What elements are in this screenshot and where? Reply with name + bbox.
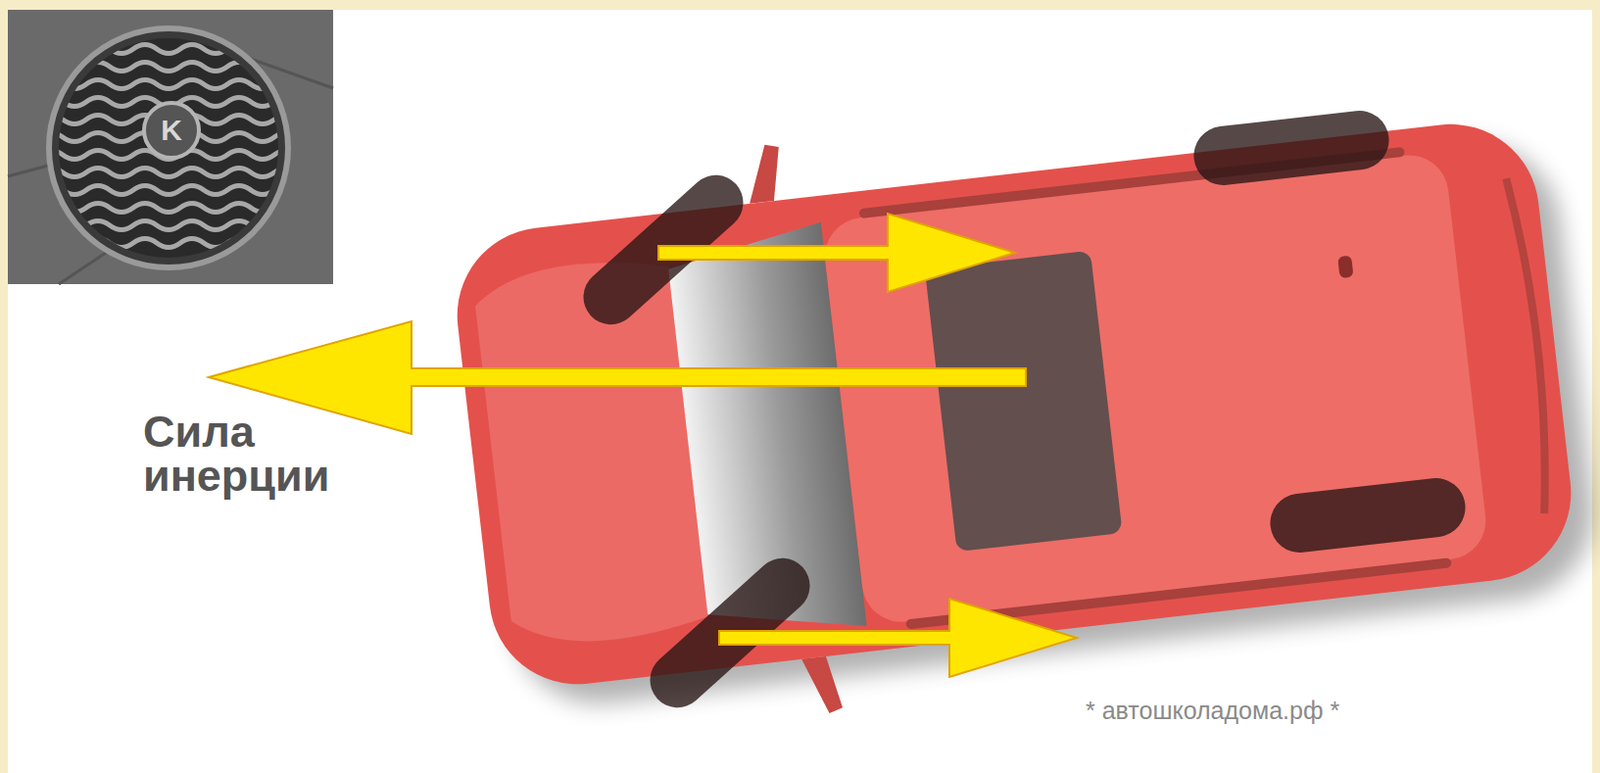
asphalt — [7, 9, 334, 285]
car-shell — [447, 114, 1581, 694]
sunroof — [924, 250, 1123, 552]
rear-wheel — [1190, 107, 1393, 189]
rear-wheel — [1266, 475, 1469, 556]
watermark: * автошколадома.рф * — [1085, 696, 1498, 726]
car-body — [441, 58, 1588, 751]
roof-antenna — [1337, 255, 1354, 279]
emblem-letter: K — [156, 113, 187, 148]
car-roof — [821, 150, 1491, 627]
cover-emblem — [144, 102, 199, 158]
force-label: Сила инерции — [143, 409, 400, 498]
wheel-force-arrow — [658, 213, 1016, 292]
manhole-photo — [7, 9, 334, 285]
rear-edge — [1505, 177, 1556, 514]
side-mirror — [743, 143, 785, 204]
wheel-force-arrow — [719, 598, 1077, 678]
cover-waves — [39, 45, 322, 248]
inertia-arrow — [208, 321, 1026, 435]
side-mirror — [801, 655, 843, 717]
